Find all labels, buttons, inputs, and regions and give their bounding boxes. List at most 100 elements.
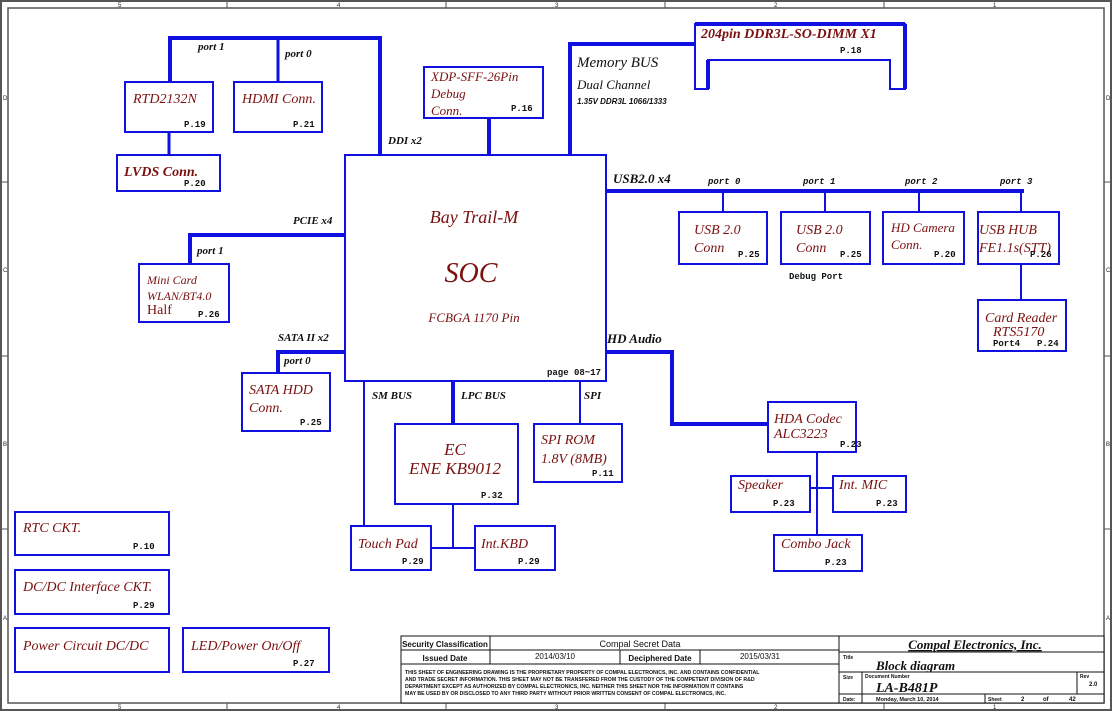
sata-hdd-block[interactable]: SATA HDD Conn. P.25 [241,372,331,432]
sata-label: SATA II x2 [278,332,329,344]
notice-line-3: DEPARTMENT EXCEPT AS AUTHORIZED BY COMPA… [405,684,744,690]
usb0-label-1: USB 2.0 [694,223,741,238]
power-block[interactable]: Power Circuit DC/DC [14,627,170,673]
zone-row-a: A [3,616,7,622]
usb-label: USB2.0 x4 [613,171,671,186]
dcdcif-block[interactable]: DC/DC Interface CKT. P.29 [14,569,170,615]
usbhub-block[interactable]: USB HUB FE1.1s(STT) P.26 [977,211,1060,265]
intkbd-page: P.29 [518,557,540,567]
rtd-label: RTD2132N [132,92,197,107]
zone-col-2: 2 [774,3,778,9]
rev-value: 2.0 [1089,682,1098,688]
spirom-label-2: 1.8V (8MB) [541,452,607,467]
minicard-block[interactable]: Mini Card WLAN/BT4.0 Half P.26 [138,263,230,323]
usb0-page: P.25 [738,250,760,260]
usb-port0-label: port 0 [707,177,741,187]
rtc-block[interactable]: RTC CKT. P.10 [14,511,170,556]
xdp-label-2: Debug [430,86,466,101]
usb-port2-label: port 2 [904,177,938,187]
notice-line-2: AND TRADE SECRET INFORMATION. THIS SHEET… [405,677,755,683]
soc-package: FCBGA 1170 Pin [427,310,519,325]
bus-lines [167,36,1024,549]
pcie-label: PCIE x4 [293,215,333,227]
usb1-block[interactable]: USB 2.0 Conn P.25 [780,211,871,265]
led-page: P.27 [293,659,315,669]
combojack-page: P.23 [825,558,847,568]
date-value: Monday, March 10, 2014 [876,697,940,703]
xdp-block[interactable]: XDP-SFF-26Pin Debug Conn. P.16 [423,66,544,119]
sheet-label: Sheet [988,697,1002,703]
usb-port3-label: port 3 [999,177,1033,187]
dimm-block[interactable]: 204pin DDR3L-SO-DIMM X1 P.18 [694,22,907,90]
usbhub-label-1: USB HUB [979,223,1037,238]
spirom-block[interactable]: SPI ROM 1.8V (8MB) P.11 [533,423,623,483]
title-block: Security Classification Compal Secret Da… [400,635,1105,704]
sata-port0-label: port 0 [283,355,311,367]
memory-bus-label: Memory BUS [576,55,659,71]
lvds-page: P.20 [184,179,206,189]
hdmi-label: HDMI Conn. [241,92,316,107]
usb0-block[interactable]: USB 2.0 Conn P.25 [678,211,768,265]
sata-hdd-label-1: SATA HDD [249,383,313,398]
ec-label-1: EC [443,440,466,459]
zone-row-a-right: A [1106,616,1110,622]
intmic-label: Int. MIC [838,478,888,493]
hdmi-page: P.21 [293,120,315,130]
soc-block[interactable]: Bay Trail-M SOC FCBGA 1170 Pin page 08~1… [344,154,607,382]
size-label: Size [843,675,853,681]
combojack-label: Combo Jack [781,537,851,552]
ec-block[interactable]: EC ENE KB9012 P.32 [394,423,519,505]
zone-row-d: D [3,96,8,102]
date-label: Date: [843,697,856,703]
security-value: Compal Secret Data [599,639,680,649]
rtc-label: RTC CKT. [22,521,81,536]
ddi-port0-label: port 0 [284,48,312,60]
rtd-block[interactable]: RTD2132N P.19 [124,81,214,133]
touchpad-block[interactable]: Touch Pad P.29 [350,525,432,571]
spirom-label-1: SPI ROM [541,433,596,448]
lvds-block[interactable]: LVDS Conn. P.20 [116,154,221,192]
soc-name: Bay Trail-M [430,207,520,227]
camera-block[interactable]: HD Camera Conn. P.20 [882,211,965,265]
cardreader-block[interactable]: Card Reader RTS5170 Port4 P.24 [977,299,1067,352]
soc-page: page 08~17 [547,368,601,378]
deciphered-label: Deciphered Date [628,654,692,663]
docnum-label: Document Number [865,674,910,680]
combojack-block[interactable]: Combo Jack P.23 [773,534,863,572]
zone-col-1: 1 [993,3,997,9]
zone-row-c: C [3,268,8,274]
dimm-page: P.18 [840,46,862,56]
hdacodec-block[interactable]: HDA Codec ALC3223 P.23 [767,401,862,453]
sata-bus-line [276,350,345,373]
minicard-label-2: WLAN/BT4.0 [147,289,211,303]
hdmi-block[interactable]: HDMI Conn. P.21 [233,81,323,133]
docnum-value: LA-B481P [875,681,938,696]
led-block[interactable]: LED/Power On/Off P.27 [182,627,330,673]
cardreader-label-1: Card Reader [985,311,1058,326]
ddi-bus-line [168,36,382,155]
intmic-block[interactable]: Int. MIC P.23 [832,475,907,513]
issued-value: 2014/03/10 [535,652,576,661]
rtc-page: P.10 [133,542,155,552]
hda-bus-line [606,350,768,426]
smbus-label: SM BUS [372,390,412,402]
zone-col-2-bottom: 2 [774,705,778,711]
hdacodec-page: P.23 [840,440,862,450]
speaker-block[interactable]: Speaker P.23 [730,475,811,513]
lpc-label: LPC BUS [460,390,506,402]
intkbd-block[interactable]: Int.KBD P.29 [474,525,556,571]
speaker-label: Speaker [738,478,784,493]
cardreader-label-2: RTS5170 [992,325,1044,340]
pcie-bus-line [188,233,345,264]
usb-port1-label: port 1 [802,177,835,187]
soc-type: SOC [445,258,498,289]
zone-col-3-bottom: 3 [555,705,559,711]
speaker-page: P.23 [773,499,795,509]
usb0-label-2: Conn [694,241,724,256]
security-label: Security Classification [402,640,488,649]
dcdcif-label: DC/DC Interface CKT. [22,580,152,595]
zone-col-3: 3 [555,3,559,9]
sata-hdd-label-2: Conn. [249,401,283,416]
xdp-label-1: XDP-SFF-26Pin [430,69,518,84]
